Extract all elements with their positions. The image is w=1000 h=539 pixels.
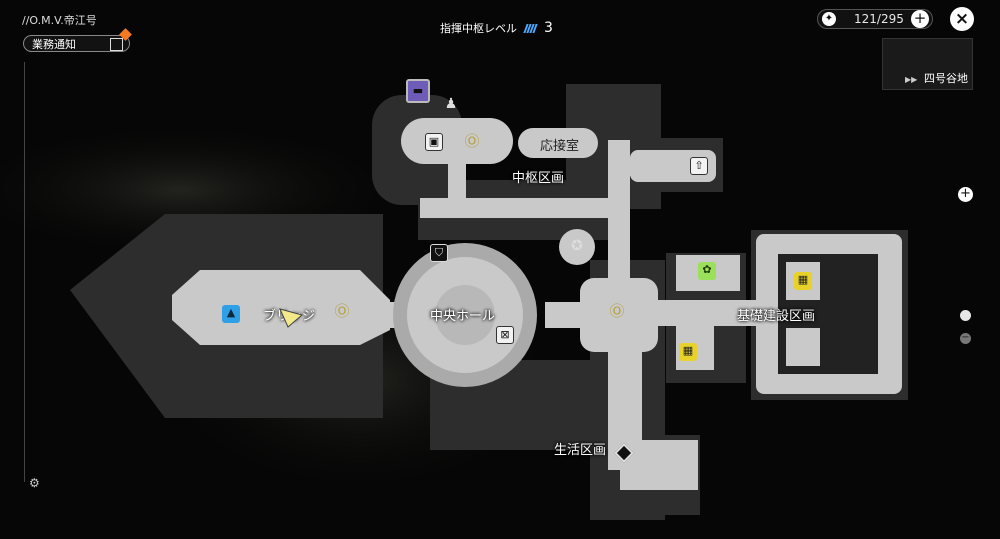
ship-name: //O.M.V.帝江号 [22, 14, 97, 27]
warp-point-icon[interactable]: Ⓞ [334, 302, 350, 320]
warp-point-icon-right[interactable]: Ⓞ [609, 302, 625, 320]
shield-icon[interactable]: ⛉ [430, 244, 448, 262]
collection-counter: ✦ 121/295 [817, 9, 933, 29]
grid-icon-lower[interactable]: ▦ [679, 343, 697, 361]
minimap-label: 四号谷地 [924, 72, 968, 85]
notice-button[interactable]: 業務通知 [23, 35, 130, 52]
terminal-icon[interactable]: ⊠ [496, 326, 514, 344]
side-scroll-track [24, 62, 25, 482]
notice-label: 業務通知 [32, 38, 76, 51]
bed-icon[interactable]: ▬ [406, 79, 430, 103]
region-minimap[interactable]: ▶▶ 四号谷地 [882, 38, 973, 90]
level-value: 3 [544, 20, 553, 36]
level-bars-icon [522, 23, 538, 36]
counter-value: 121/295 [854, 12, 904, 26]
zoom-in-button[interactable]: + [958, 187, 973, 202]
zoom-slider-handle[interactable] [960, 310, 971, 321]
notice-icon [110, 38, 123, 51]
close-button[interactable]: × [950, 7, 974, 31]
npc-icon[interactable]: ✪ [571, 238, 583, 254]
stairs-icon[interactable]: ▲ [222, 305, 240, 323]
character-icon[interactable]: ♟ [444, 96, 458, 112]
level-label: 指揮中枢レベル [440, 22, 517, 35]
area-label-command-block: 中枢区画 [512, 171, 565, 186]
collectible-icon: ✦ [822, 12, 836, 26]
plant-icon[interactable]: ✿ [698, 262, 716, 280]
area-label-reception: 応接室 [540, 139, 580, 154]
warp-point-icon-top[interactable]: Ⓞ [464, 132, 480, 150]
minimap-arrow-icon: ▶▶ [905, 75, 918, 84]
add-button[interactable]: + [911, 10, 929, 28]
settings-gear-icon[interactable]: ⚙ [29, 476, 40, 490]
player-marker-icon [279, 308, 304, 328]
area-label-foundation-block: 基礎建設区画 [737, 309, 816, 324]
command-level: 指揮中枢レベル 3 [440, 20, 553, 36]
save-icon[interactable]: ▣ [425, 133, 443, 151]
area-label-living-block: 生活区画 [554, 443, 607, 458]
area-label-central-hall: 中央ホール [430, 309, 496, 324]
grid-icon[interactable]: ▦ [794, 272, 812, 290]
door-icon[interactable]: ⇧ [690, 157, 708, 175]
zoom-out-button[interactable]: − [960, 332, 971, 344]
